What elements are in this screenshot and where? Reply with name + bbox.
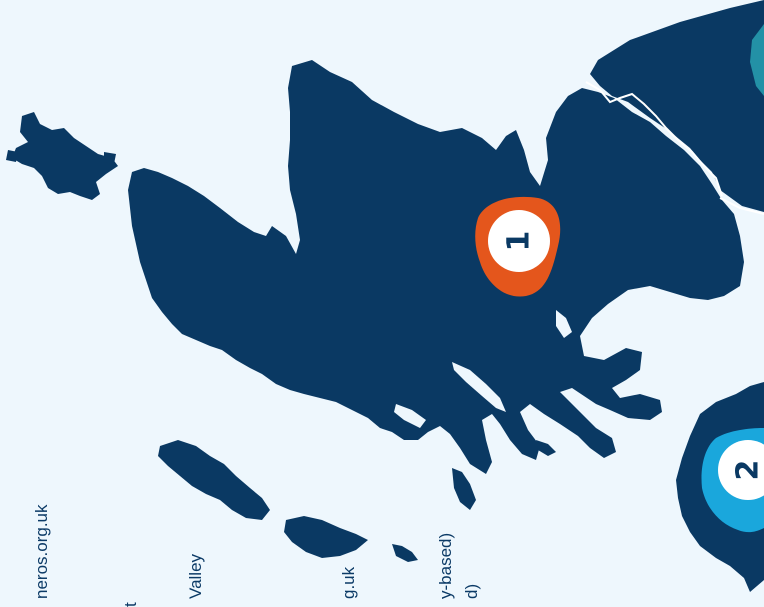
map-label-website-2: g.uk	[339, 567, 359, 599]
pin-number: 1	[502, 231, 537, 252]
map-label-community-based: y-based)	[436, 533, 456, 599]
map-label-fragment-t: t	[121, 602, 141, 607]
map-label-website-1: neros.org.uk	[32, 505, 52, 600]
map-label-valley: Valley	[186, 554, 206, 599]
island-small-2	[104, 152, 116, 164]
island-small-1	[6, 150, 18, 162]
pin-number: 2	[731, 460, 764, 481]
map-label-fragment-d: d)	[462, 584, 482, 599]
